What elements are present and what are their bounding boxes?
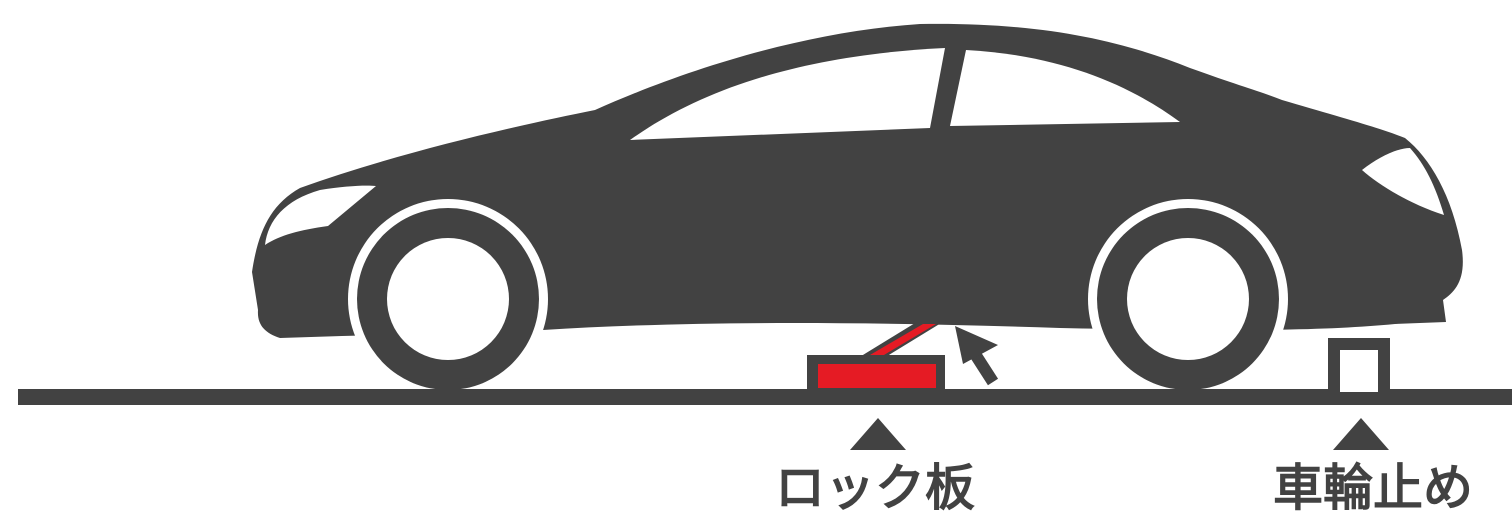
headlight bbox=[265, 185, 376, 245]
front-wheel-icon bbox=[348, 199, 548, 399]
lock-plate-device bbox=[807, 320, 946, 393]
wheel-stop bbox=[1328, 338, 1390, 404]
ground-line bbox=[18, 389, 1512, 405]
tail-light bbox=[1362, 148, 1444, 215]
car-silhouette-icon bbox=[252, 23, 1463, 399]
rear-wheel-icon bbox=[1088, 199, 1288, 399]
lock-plate-base-red bbox=[818, 364, 936, 388]
front-window bbox=[630, 48, 945, 140]
triangle-pointer-icon bbox=[1333, 418, 1389, 450]
rear-window bbox=[950, 50, 1180, 126]
triangle-pointer-icon bbox=[850, 418, 906, 450]
lock-plate-label: ロック板 bbox=[775, 459, 975, 517]
wheel-stop-label: 車輪止め bbox=[1273, 459, 1473, 517]
lock-plate-arm-red bbox=[870, 324, 936, 355]
up-left-arrow-icon bbox=[955, 326, 999, 386]
